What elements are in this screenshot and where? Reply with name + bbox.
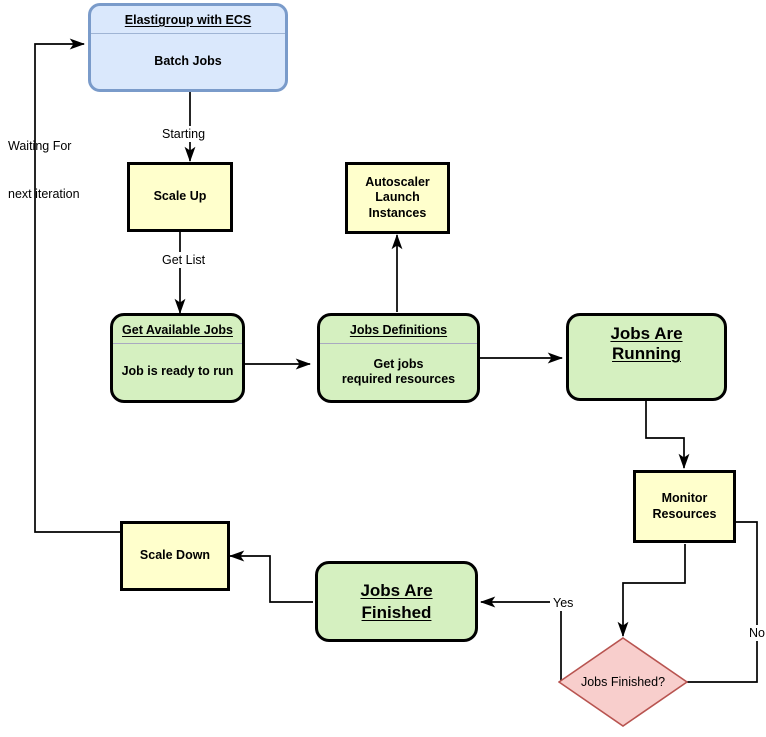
jobs-are-running-body (569, 371, 724, 398)
scale-down-label: Scale Down (139, 548, 211, 563)
jobs-are-running-title: Jobs Are Running (569, 316, 724, 371)
decision-label: Jobs Finished? (580, 675, 666, 689)
node-jobs-are-finished[interactable]: Jobs Are Finished (315, 561, 478, 642)
autoscaler-line-2: Launch (375, 190, 420, 205)
autoscaler-line-3: Instances (368, 205, 427, 220)
jobs-definitions-body-line-2: required resources (341, 372, 456, 386)
get-available-jobs-title: Get Available Jobs (113, 316, 242, 344)
edge-label-yes: Yes (550, 595, 577, 612)
edge-decision-yes-to-jobs-are-finished (479, 596, 562, 682)
jobs-are-finished-line-2: Finished (361, 602, 432, 622)
scale-up-label: Scale Up (153, 189, 207, 204)
edge-label-get-list: Get List (159, 252, 209, 269)
node-elastigroup-with-ecs[interactable]: Elastigroup with ECS Batch Jobs (88, 3, 288, 92)
decision-diamond-shape (557, 637, 689, 727)
edge-label-starting: Starting (159, 126, 209, 143)
jobs-definitions-body: Get jobs required resources (320, 344, 477, 400)
edge-monitor-resources-to-decision (617, 544, 686, 638)
node-jobs-finished-decision[interactable]: Jobs Finished? (557, 637, 689, 727)
jobs-are-running-line-2: Running (612, 344, 681, 364)
node-monitor-resources[interactable]: Monitor Resources (633, 470, 736, 543)
waiting-line-1: Waiting For (8, 138, 72, 153)
node-jobs-definitions[interactable]: Jobs Definitions Get jobs required resou… (317, 313, 480, 403)
jobs-are-finished-line-1: Jobs Are (360, 581, 433, 601)
edge-label-waiting-for-next-iteration: Waiting For next iteration (8, 105, 80, 235)
get-available-jobs-body: Job is ready to run (121, 364, 234, 379)
edge-jobs-are-running-to-monitor-resources (645, 400, 690, 470)
elastigroup-body: Batch Jobs (154, 53, 222, 68)
monitor-resources-line-2: Resources (652, 506, 717, 521)
edge-jobs-are-finished-to-scale-down (228, 550, 313, 603)
elastigroup-title: Elastigroup with ECS (91, 6, 285, 34)
node-get-available-jobs[interactable]: Get Available Jobs Job is ready to run (110, 313, 245, 403)
waiting-line-2: next iteration (8, 187, 80, 202)
edge-decision-no-to-monitor-resources (686, 516, 758, 683)
node-scale-up[interactable]: Scale Up (127, 162, 233, 232)
edge-label-no: No (746, 625, 766, 642)
jobs-definitions-body-line-1: Get jobs (373, 356, 424, 371)
node-jobs-are-running[interactable]: Jobs Are Running (566, 313, 727, 401)
jobs-are-finished-text: Jobs Are Finished (318, 564, 475, 639)
monitor-resources-line-1: Monitor (661, 491, 708, 506)
node-autoscaler-launch-instances[interactable]: Autoscaler Launch Instances (345, 162, 450, 234)
jobs-definitions-title: Jobs Definitions (320, 316, 477, 344)
autoscaler-line-1: Autoscaler (365, 175, 430, 190)
jobs-are-running-line-1: Jobs Are (610, 324, 683, 343)
node-scale-down[interactable]: Scale Down (120, 521, 230, 591)
